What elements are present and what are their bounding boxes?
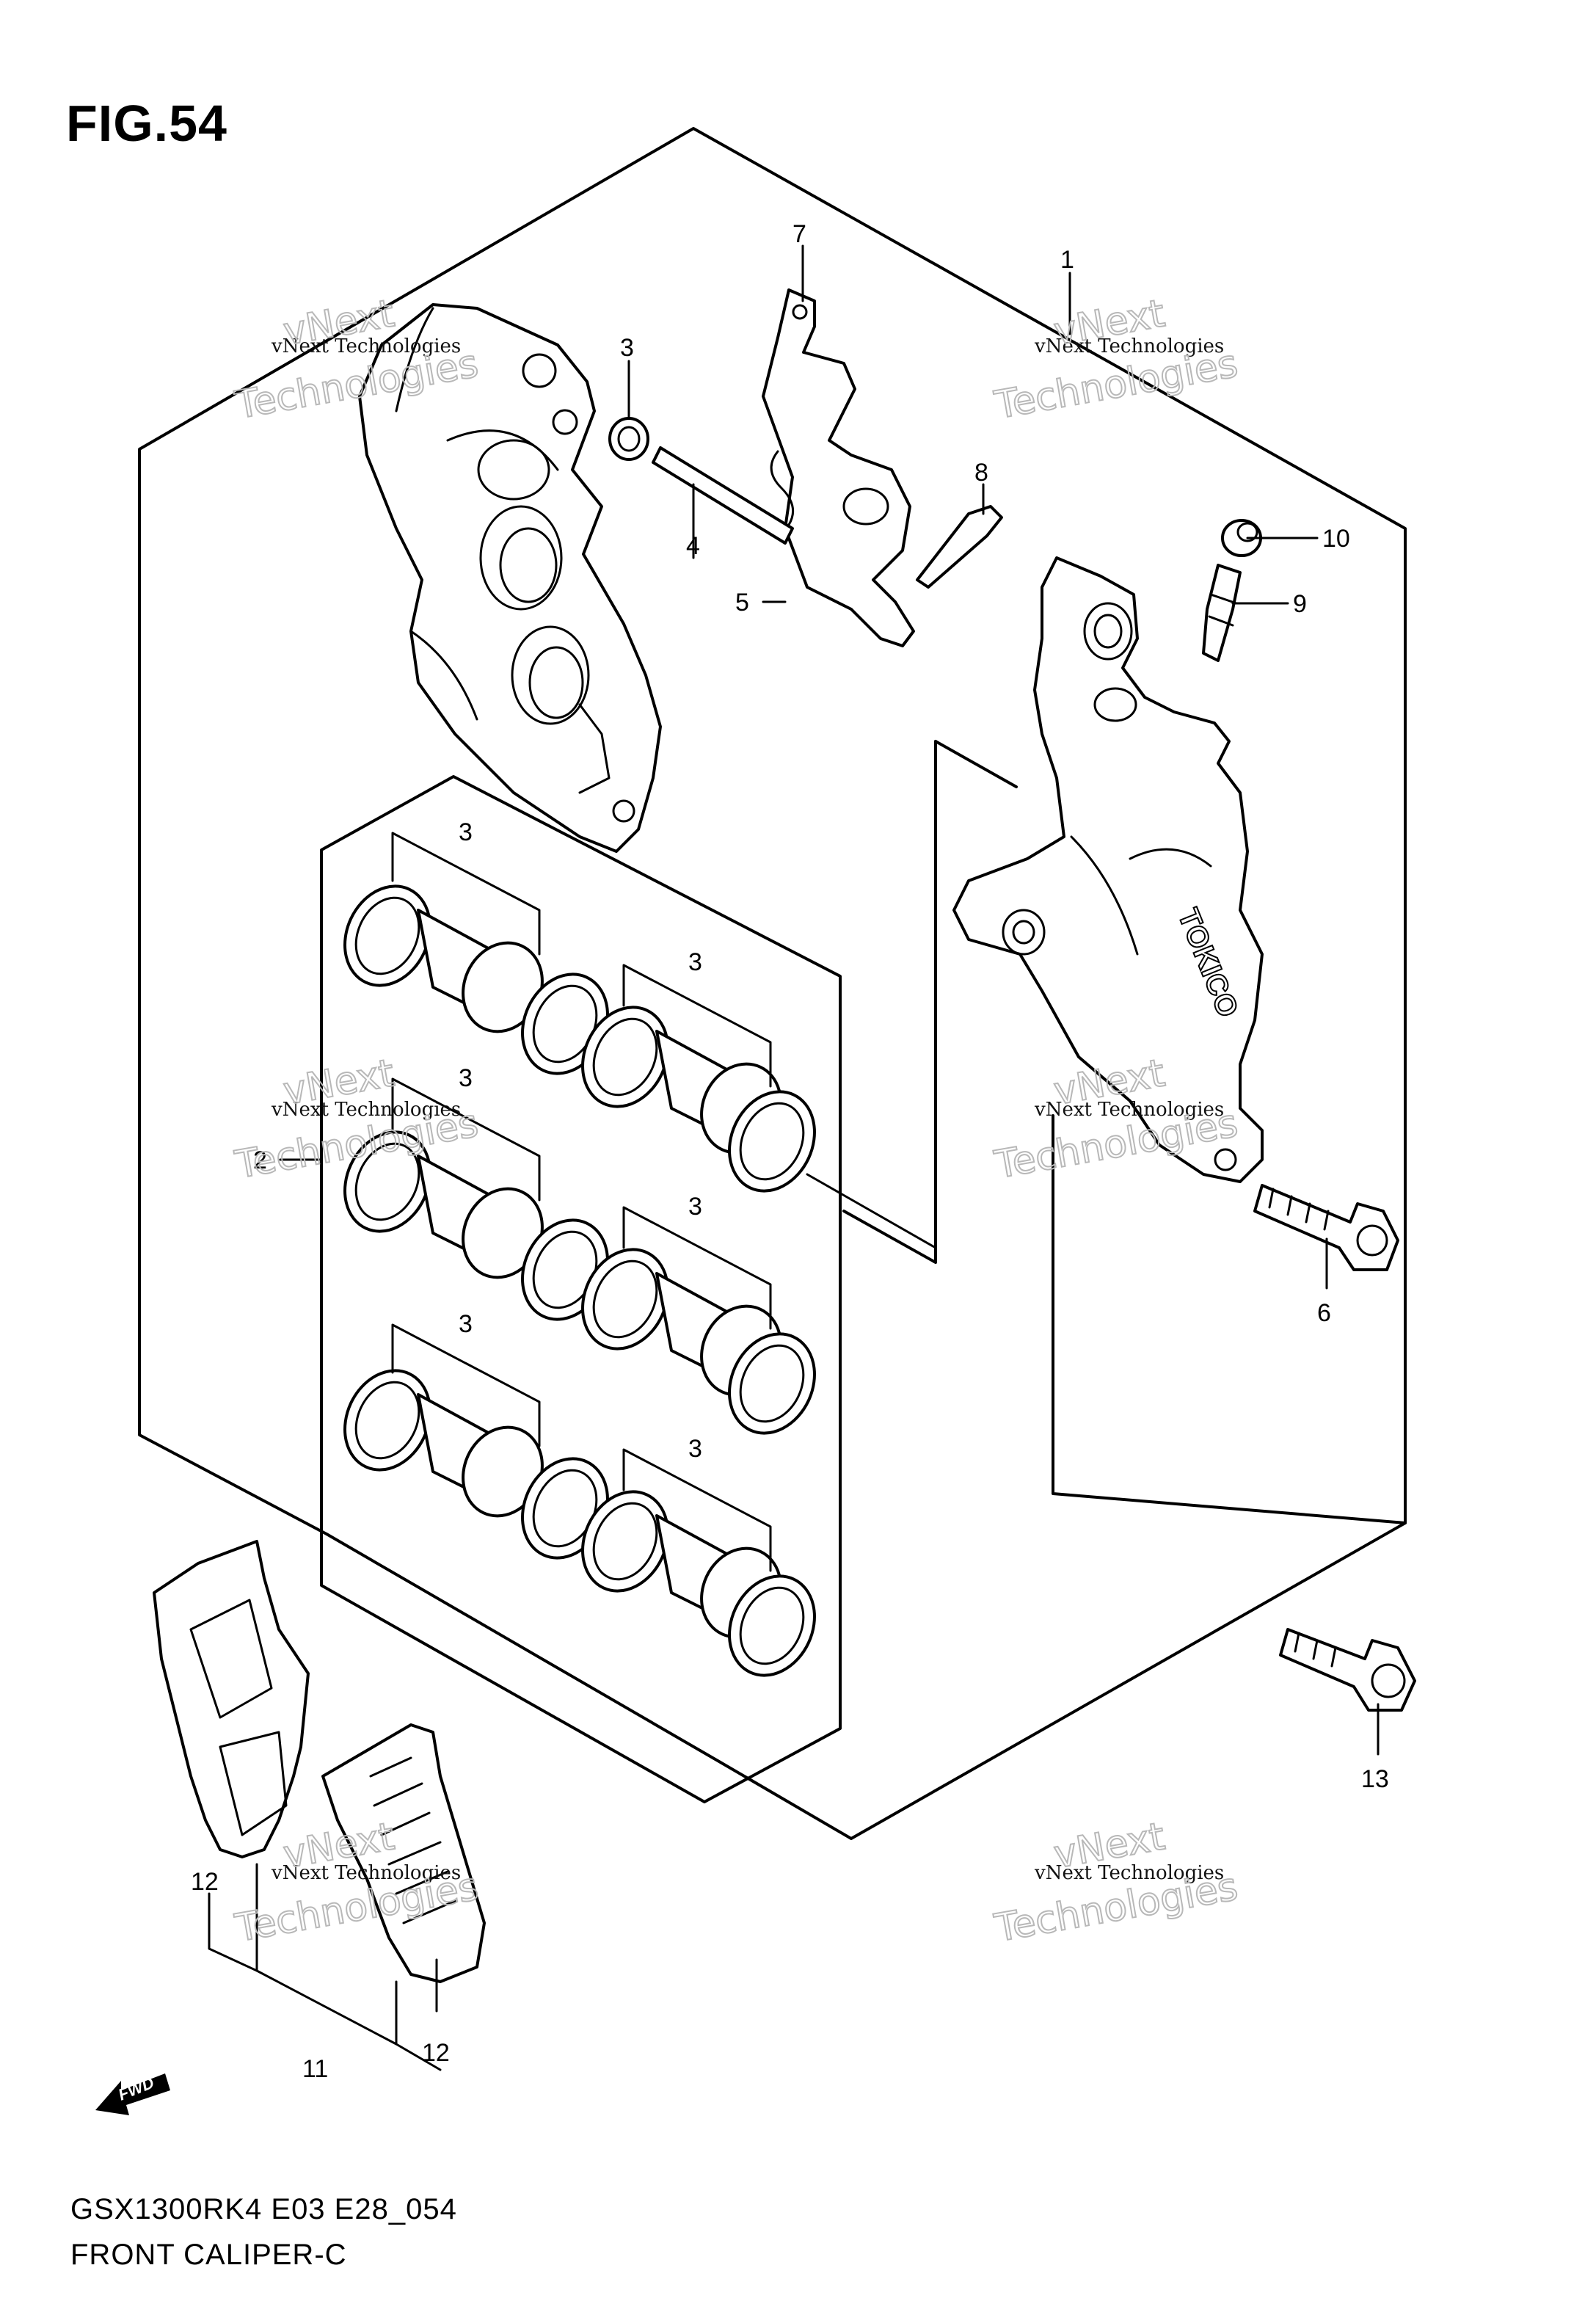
- figure-title: FIG.54: [66, 95, 227, 152]
- leader-lines: [279, 244, 1380, 1756]
- piston-left-2: [343, 1130, 609, 1321]
- group-bracket-l3: [391, 1323, 541, 1447]
- callout-3-r1: 3: [688, 948, 702, 976]
- callout-1: 1: [1060, 246, 1074, 274]
- callout-3-r3: 3: [688, 1435, 702, 1463]
- piston-right-3: [581, 1490, 816, 1677]
- brake-pad-left: [153, 1540, 310, 1858]
- callout-7: 7: [792, 220, 806, 248]
- callout-8: 8: [974, 459, 988, 487]
- svg-text:vNext Technologies: vNext Technologies: [1034, 335, 1224, 357]
- svg-text:vNext Technologies: vNext Technologies: [271, 1862, 461, 1884]
- callout-labels: 1 2 3 3 3 3 3 3 3 4 5 6 7 8 9 10 11 12 1…: [191, 220, 1389, 2083]
- caliper-half-frame-right: [934, 740, 1018, 788]
- bolt-part-8: [916, 505, 1003, 589]
- callout-6: 6: [1317, 1299, 1331, 1327]
- callout-9: 9: [1293, 590, 1307, 618]
- caliper-half-left: [358, 303, 662, 853]
- svg-text:vNext Technologies: vNext Technologies: [271, 1099, 461, 1121]
- caliper-assembly-outline: [138, 127, 1407, 1840]
- pad-pin-part-4: [652, 446, 794, 545]
- piston-right-2: [581, 1248, 816, 1435]
- callout-3-r2: 3: [688, 1193, 702, 1221]
- caliper-half-frame-bottom: [1052, 1114, 1407, 1524]
- callout-3-top: 3: [620, 334, 634, 362]
- caliper-half-frame: [842, 740, 937, 1264]
- brake-pad-right: [321, 1723, 486, 1983]
- callout-11: 11: [302, 2055, 328, 2083]
- callout-3-l3: 3: [459, 1310, 473, 1338]
- piston-set: [343, 832, 937, 1677]
- mounting-bolt-part-13: [1279, 1628, 1416, 1712]
- piston-left-3: [343, 1369, 609, 1560]
- group-bracket-r3: [622, 1448, 772, 1572]
- watermark-top-right: vNext Technologies vNext Technologies: [991, 291, 1242, 429]
- callout-12a: 12: [191, 1868, 219, 1896]
- group-bracket-l2: [391, 1077, 541, 1202]
- seal-ring-top: [608, 417, 649, 461]
- watermark-mid-right: vNext Technologies vNext Technologies: [991, 1050, 1242, 1188]
- pad-clip-part-5: [770, 450, 795, 526]
- svg-text:vNext Technologies: vNext Technologies: [1034, 1099, 1224, 1121]
- caliper-bracket-part-7: [762, 288, 915, 647]
- group-bracket-r2: [622, 1206, 772, 1330]
- callout-2: 2: [253, 1146, 267, 1174]
- bleeder-valve-part-9: [1202, 564, 1242, 662]
- group-bracket-l1: [391, 832, 541, 956]
- callout-3-l1: 3: [459, 818, 473, 846]
- mounting-bolt-part-6: [1253, 1184, 1399, 1271]
- group-bracket-r1: [622, 964, 772, 1088]
- svg-text:vNext Technologies: vNext Technologies: [271, 335, 461, 357]
- piston-right-1: [581, 1006, 816, 1193]
- model-code: GSX1300RK4 E03 E28_054: [70, 2193, 457, 2225]
- callout-5: 5: [735, 589, 749, 617]
- callout-10: 10: [1322, 525, 1350, 553]
- figure-caption: FRONT CALIPER-C: [70, 2239, 347, 2271]
- caliper-half-right: TOKICO: [952, 556, 1264, 1183]
- watermark-bottom-right: vNext Technologies vNext Technologies: [991, 1814, 1242, 1952]
- svg-text:vNext Technologies: vNext Technologies: [1034, 1862, 1224, 1884]
- callout-13: 13: [1361, 1765, 1389, 1793]
- forward-direction-arrow: FWD: [95, 2073, 170, 2115]
- piston-left-1: [343, 884, 609, 1075]
- piston-kit-frame: [320, 775, 842, 1803]
- callout-12b: 12: [422, 2039, 450, 2067]
- callout-4: 4: [686, 532, 700, 560]
- callout-3-l2: 3: [459, 1064, 473, 1092]
- piston-axis-line: [806, 1173, 937, 1249]
